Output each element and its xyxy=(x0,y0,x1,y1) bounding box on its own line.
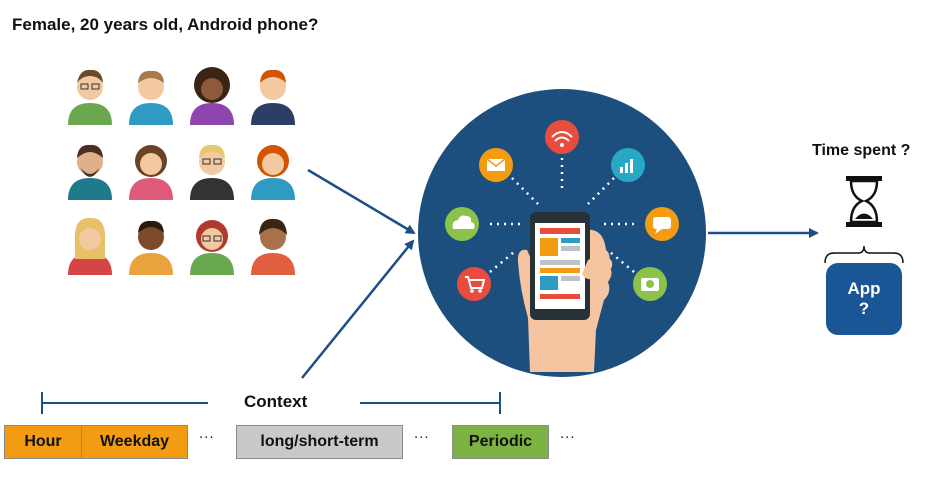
bar-chart-icon xyxy=(611,148,645,182)
app-brace xyxy=(824,245,904,264)
wifi-icon xyxy=(545,120,579,154)
ellipsis-2: ... xyxy=(414,425,430,442)
hourglass-icon xyxy=(846,176,882,227)
feature-long-short-term: long/short-term xyxy=(236,425,403,459)
chat-icon xyxy=(645,207,679,241)
context-bracket xyxy=(41,392,501,414)
context-label: Context xyxy=(244,392,308,411)
person-avatar xyxy=(129,145,173,200)
person-avatar xyxy=(251,69,295,125)
person-avatar xyxy=(68,144,112,200)
context-to-app-arrow xyxy=(301,239,415,379)
person-avatar xyxy=(251,145,295,200)
feature-periodic: Periodic xyxy=(452,425,549,459)
person-avatar xyxy=(251,218,295,275)
people-grid xyxy=(68,67,295,275)
feature-hour: Hour xyxy=(4,425,82,459)
person-avatar xyxy=(129,70,173,125)
camera-icon xyxy=(633,267,667,301)
people-to-app-arrow xyxy=(307,168,416,235)
smartphone xyxy=(530,212,590,320)
app-box-title: App xyxy=(847,279,881,298)
app-box-question: ? xyxy=(858,299,870,318)
cloud-icon xyxy=(445,207,479,241)
smartphone-usage-illustration xyxy=(418,89,706,377)
ellipsis-1: ... xyxy=(199,425,215,442)
person-avatar xyxy=(68,69,112,125)
app-box: App ? xyxy=(826,263,902,335)
mail-icon xyxy=(479,148,513,182)
shopping-cart-icon xyxy=(457,267,491,301)
person-avatar xyxy=(190,144,234,200)
person-avatar xyxy=(190,67,234,125)
time-spent-label: Time spent ? xyxy=(812,142,911,159)
person-avatar xyxy=(68,217,112,275)
person-avatar xyxy=(129,220,173,275)
ellipsis-3: ... xyxy=(560,425,576,442)
feature-weekday: Weekday xyxy=(81,425,188,459)
person-avatar xyxy=(190,220,234,275)
question-heading: Female, 20 years old, Android phone? xyxy=(12,15,319,34)
